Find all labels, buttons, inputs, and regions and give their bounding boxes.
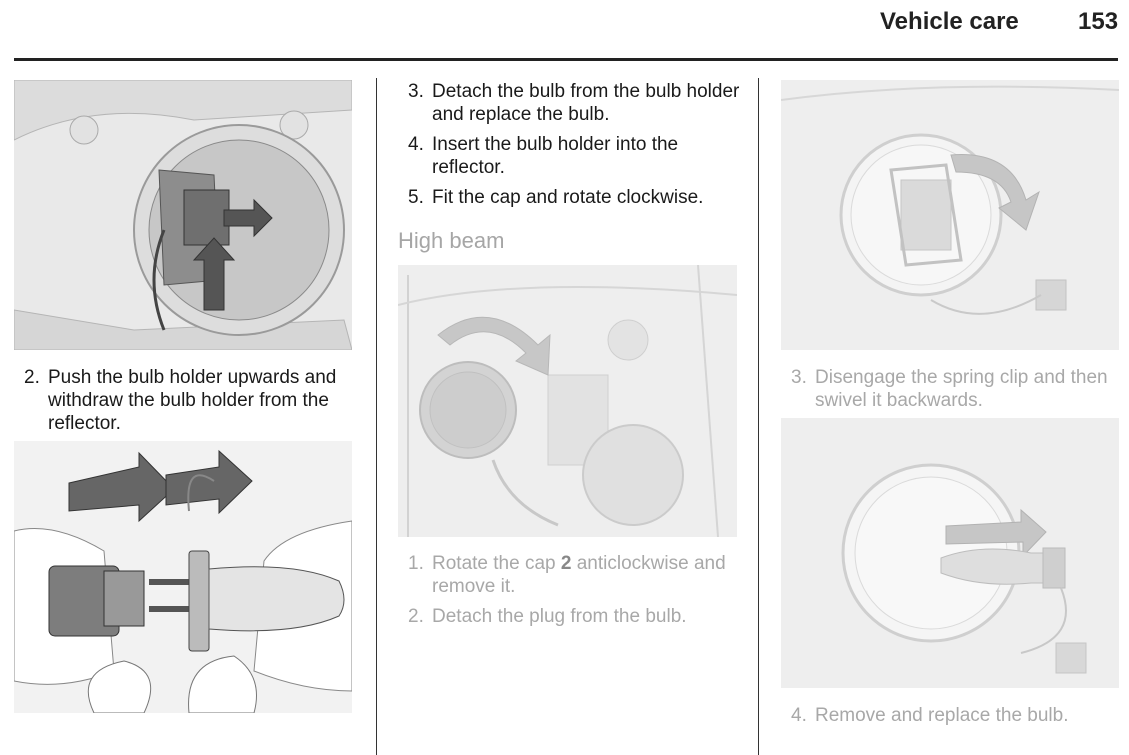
step-text: Insert the bulb holder into the reflecto… — [432, 134, 679, 178]
step-number: 5. — [408, 187, 424, 208]
high-beam-bulb-removal-illustration — [781, 418, 1119, 688]
high-beam-heading: High beam — [398, 228, 505, 253]
section-title: Vehicle care — [880, 8, 1019, 35]
col2-step-5: 5. Fit the cap and rotate clockwise. — [408, 186, 748, 209]
step-text: Detach the bulb from the bulb holder and… — [432, 81, 740, 125]
step-number: 4. — [791, 705, 807, 726]
col3-step-3: 3. Disengage the spring clip and then sw… — [791, 366, 1121, 412]
spring-clip-illustration — [781, 80, 1119, 350]
col2-high-beam-step-2: 2. Detach the plug from the bulb. — [408, 605, 748, 628]
step-text: Detach the plug from the bulb. — [432, 606, 687, 627]
step-number: 2. — [408, 606, 424, 627]
step-text-part: anticlockwise and remove it. — [432, 553, 726, 597]
column-divider-1 — [376, 78, 377, 755]
header-rule — [14, 58, 1118, 61]
column-divider-2 — [758, 78, 759, 755]
col2-step-3: 3. Detach the bulb from the bulb holder … — [408, 80, 748, 126]
page-number: 153 — [1078, 8, 1119, 35]
step-text: Remove and replace the bulb. — [815, 705, 1069, 726]
callout-number: 2 — [560, 553, 572, 574]
step-number: 3. — [408, 81, 424, 102]
bulb-replacement-illustration — [14, 441, 352, 713]
step-number: 1. — [408, 553, 424, 574]
step-number: 3. — [791, 367, 807, 388]
step-text: Rotate the cap 2 anticlockwise and remov… — [432, 552, 748, 598]
step-number: 2. — [24, 367, 40, 388]
step-text: Push the bulb holder upwards and withdra… — [48, 367, 337, 434]
col2-step-4: 4. Insert the bulb holder into the refle… — [408, 133, 748, 179]
step-text-part: Rotate the cap — [432, 553, 561, 574]
headlamp-bulb-holder-illustration — [14, 80, 352, 350]
col3-step-4: 4. Remove and replace the bulb. — [791, 704, 1121, 727]
step-number: 4. — [408, 134, 424, 155]
step-text: Disengage the spring clip and then swive… — [815, 367, 1108, 411]
high-beam-cap-illustration — [398, 265, 737, 537]
step-text: Fit the cap and rotate clockwise. — [432, 187, 704, 208]
col1-step-2: 2. Push the bulb holder upwards and with… — [24, 366, 358, 435]
col2-high-beam-step-1: 1. Rotate the cap 2 anticlockwise and re… — [408, 552, 748, 598]
